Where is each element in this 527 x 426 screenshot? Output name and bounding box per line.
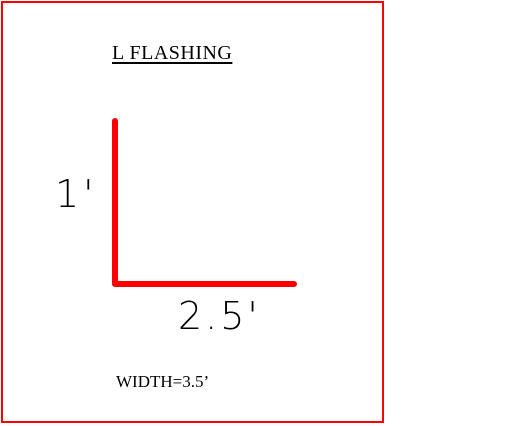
horizontal-leg-dimension: 2.5' (178, 294, 261, 338)
vertical-leg-dimension: 1' (55, 172, 98, 216)
width-note: WIDTH=3.5’ (116, 372, 210, 391)
drawing-border (1, 1, 384, 423)
flashing-profile-line (112, 118, 297, 287)
drawing-title: L FLASHING (112, 42, 233, 64)
